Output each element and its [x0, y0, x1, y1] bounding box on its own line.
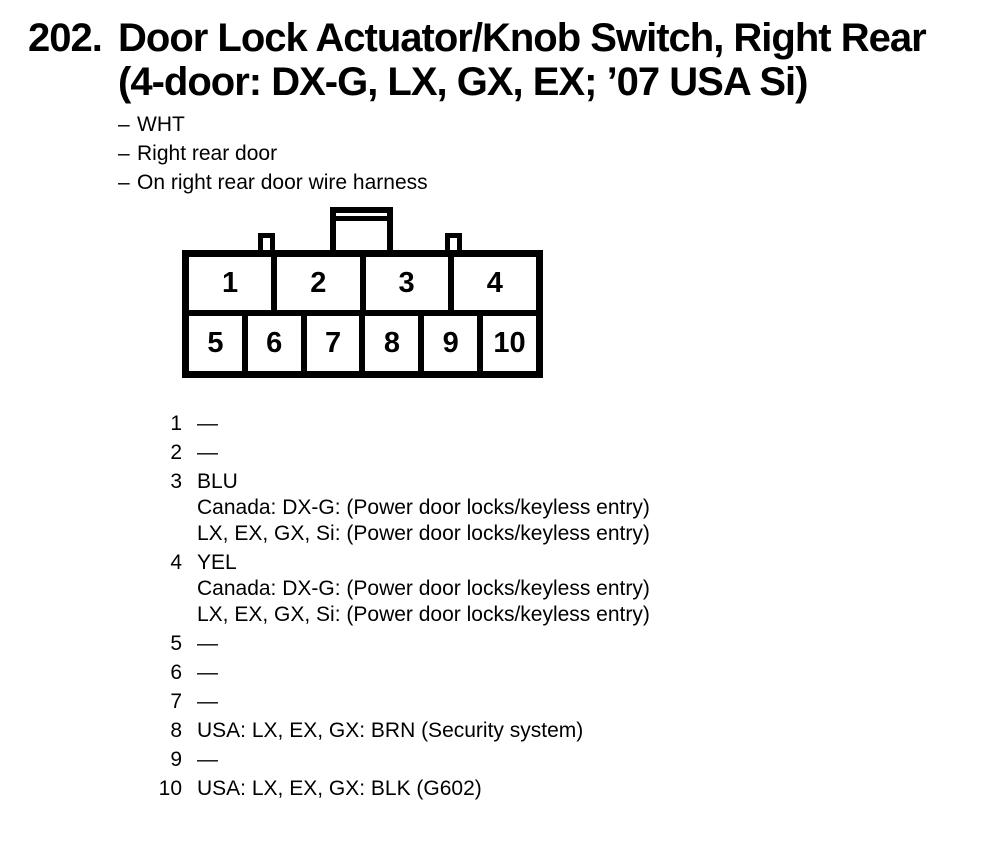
connector-cell-7: 7	[307, 316, 366, 371]
connector-cell-8: 8	[365, 316, 425, 371]
pin-description: LX, EX, GX, Si: (Power door locks/keyles…	[197, 522, 650, 545]
pin-description: —	[197, 412, 218, 435]
pin-row-1: 1—	[0, 411, 650, 437]
pin-description: USA: LX, EX, GX: BRN (Security system)	[197, 719, 584, 742]
page-title-line2: (4-door: DX-G, LX, GX, EX; ’07 USA Si)	[118, 60, 808, 104]
pin-description: USA: LX, EX, GX: BLK (G602)	[197, 777, 482, 800]
pin-number	[0, 602, 182, 628]
pin-row-9: 9—	[0, 747, 650, 773]
pin-row-7: 7—	[0, 689, 650, 715]
note-item: –Right rear door	[118, 139, 428, 168]
note-dash: –	[118, 113, 130, 136]
pin-description: YEL	[197, 551, 237, 574]
pin-description: —	[197, 748, 218, 771]
pin-number	[0, 521, 182, 547]
pin-row-2: 2—	[0, 440, 650, 466]
pin-row-4-cont: LX, EX, GX, Si: (Power door locks/keyles…	[0, 602, 650, 628]
pin-description: Canada: DX-G: (Power door locks/keyless …	[197, 577, 650, 600]
pin-number	[0, 495, 182, 521]
note-text: WHT	[137, 113, 185, 136]
connector-latch-tab	[330, 207, 393, 250]
note-item: –WHT	[118, 110, 428, 139]
pin-number: 6	[170, 661, 182, 684]
pin-number: 9	[170, 748, 182, 771]
note-dash: –	[118, 142, 130, 165]
connector-cell-5: 5	[189, 316, 248, 371]
pin-number: 4	[170, 551, 182, 574]
pin-number: 10	[158, 777, 182, 800]
pin-row-10: 10 USA: LX, EX, GX: BLK (G602)	[0, 776, 650, 802]
pin-description: —	[197, 441, 218, 464]
pin-row-4-cont: Canada: DX-G: (Power door locks/keyless …	[0, 576, 650, 602]
pin-row-5: 5—	[0, 631, 650, 657]
pin-number: 5	[170, 632, 182, 655]
connector-cell-2: 2	[277, 257, 366, 310]
pin-number: 8	[170, 719, 182, 742]
pin-row-3-cont: Canada: DX-G: (Power door locks/keyless …	[0, 495, 650, 521]
connector-cell-3: 3	[366, 257, 454, 310]
connector-cell-1: 1	[189, 257, 278, 310]
pin-description: —	[197, 632, 218, 655]
pin-number	[0, 576, 182, 602]
connector-cell-4: 4	[486, 267, 503, 299]
pin-row-8: 8 USA: LX, EX, GX: BRN (Security system)	[0, 718, 650, 744]
connector-cell-10: 10	[493, 327, 526, 359]
pin-row-3-cont: LX, EX, GX, Si: (Power door locks/keyles…	[0, 521, 650, 547]
pin-description: BLU	[197, 470, 238, 493]
connector-guide-tab-left	[258, 233, 275, 250]
note-text: Right rear door	[137, 142, 278, 165]
page-title-line1: Door Lock Actuator/Knob Switch, Right Re…	[118, 16, 927, 60]
pin-row-4: 4 YEL	[0, 550, 650, 576]
entry-number: 202.	[28, 16, 103, 60]
pin-number: 1	[170, 412, 182, 435]
pin-number: 2	[170, 441, 182, 464]
pin-description: —	[197, 690, 218, 713]
latch-tab-bar	[336, 216, 387, 221]
pin-number: 3	[170, 470, 182, 493]
pin-description: LX, EX, GX, Si: (Power door locks/keyles…	[197, 603, 650, 626]
pin-row-6: 6—	[0, 660, 650, 686]
pin-description: —	[197, 661, 218, 684]
connector-cell-6: 6	[248, 316, 307, 371]
pin-row-3: 3 BLU	[0, 469, 650, 495]
note-dash: –	[118, 171, 130, 194]
page-title: Door Lock Actuator/Knob Switch, Right Re…	[118, 16, 927, 104]
pin-number: 7	[170, 690, 182, 713]
note-item: –On right rear door wire harness	[118, 168, 428, 197]
connector-cell-9: 9	[424, 316, 484, 371]
note-text: On right rear door wire harness	[137, 171, 428, 194]
connector-guide-tab-right	[445, 233, 462, 250]
note-list: –WHT–Right rear door–On right rear door …	[118, 110, 428, 197]
pin-description: Canada: DX-G: (Power door locks/keyless …	[197, 496, 650, 519]
